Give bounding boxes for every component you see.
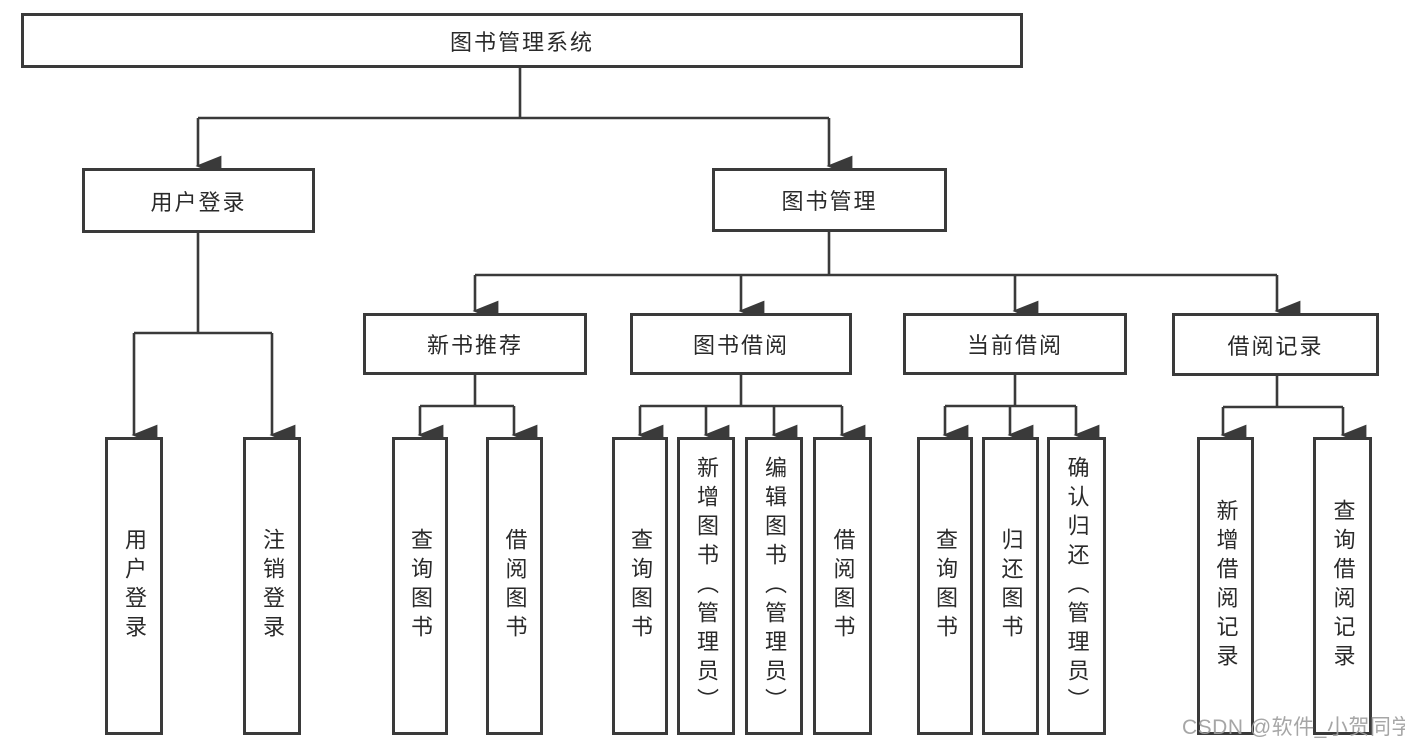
node-new-book-recommend: 新书推荐	[363, 313, 587, 375]
leaf-edit-book-label: 编辑图书（管理员）	[762, 455, 787, 717]
node-book-management-label: 图书管理	[781, 189, 878, 214]
leaf-confirm-return-label: 确认归还（管理员）	[1064, 455, 1090, 717]
leaf-borrow-books-a-label: 借阅图书	[502, 528, 528, 644]
connector-bars	[134, 116, 1343, 409]
node-current-borrow: 当前借阅	[903, 313, 1127, 375]
node-current-borrow-label: 当前借阅	[966, 333, 1063, 358]
node-borrow-records: 借阅记录	[1172, 313, 1379, 376]
node-book-borrow: 图书借阅	[630, 313, 852, 375]
csdn-watermark: CSDN @软件_小贺同学	[1182, 716, 1405, 739]
leaf-confirm-return: 确认归还（管理员）	[1047, 437, 1106, 735]
leaf-query-books-b-label: 查询图书	[628, 528, 653, 644]
leaf-borrow-books-b: 借阅图书	[813, 437, 872, 735]
leaf-query-books-c: 查询图书	[917, 437, 973, 735]
leaf-logout-label: 注销登录	[260, 528, 285, 644]
leaf-query-books-b: 查询图书	[612, 437, 668, 735]
node-user-login: 用户登录	[82, 168, 315, 233]
connector-stems	[196, 68, 1279, 407]
node-borrow-records-label: 借阅记录	[1227, 333, 1324, 359]
leaf-add-borrow-record: 新增借阅记录	[1197, 437, 1254, 735]
leaf-query-books-a: 查询图书	[392, 437, 448, 735]
node-root: 图书管理系统	[21, 13, 1023, 68]
leaf-add-book: 新增图书（管理员）	[677, 437, 735, 735]
leaf-query-books-c-label: 查询图书	[933, 528, 958, 644]
node-user-login-label: 用户登录	[150, 189, 247, 215]
leaf-return-book: 归还图书	[982, 437, 1039, 735]
leaf-add-borrow-record-label: 新增借阅记录	[1213, 499, 1239, 673]
leaf-return-book-label: 归还图书	[998, 528, 1024, 644]
leaf-user-login: 用户登录	[105, 437, 163, 735]
node-new-book-recommend-label: 新书推荐	[426, 333, 523, 358]
leaf-borrow-books-b-label: 借阅图书	[830, 528, 856, 644]
leaf-add-book-label: 新增图书（管理员）	[694, 455, 719, 717]
leaf-query-borrow-record: 查询借阅记录	[1313, 437, 1372, 735]
leaf-query-borrow-record-label: 查询借阅记录	[1330, 499, 1356, 673]
node-book-borrow-label: 图书借阅	[692, 333, 789, 358]
leaf-borrow-books-a: 借阅图书	[486, 437, 543, 735]
leaf-edit-book: 编辑图书（管理员）	[745, 437, 803, 735]
node-root-label: 图书管理系统	[449, 29, 594, 55]
node-book-management: 图书管理	[712, 168, 947, 232]
leaf-query-books-a-label: 查询图书	[408, 528, 433, 644]
leaf-user-login-label: 用户登录	[122, 528, 147, 644]
leaf-logout: 注销登录	[243, 437, 301, 735]
